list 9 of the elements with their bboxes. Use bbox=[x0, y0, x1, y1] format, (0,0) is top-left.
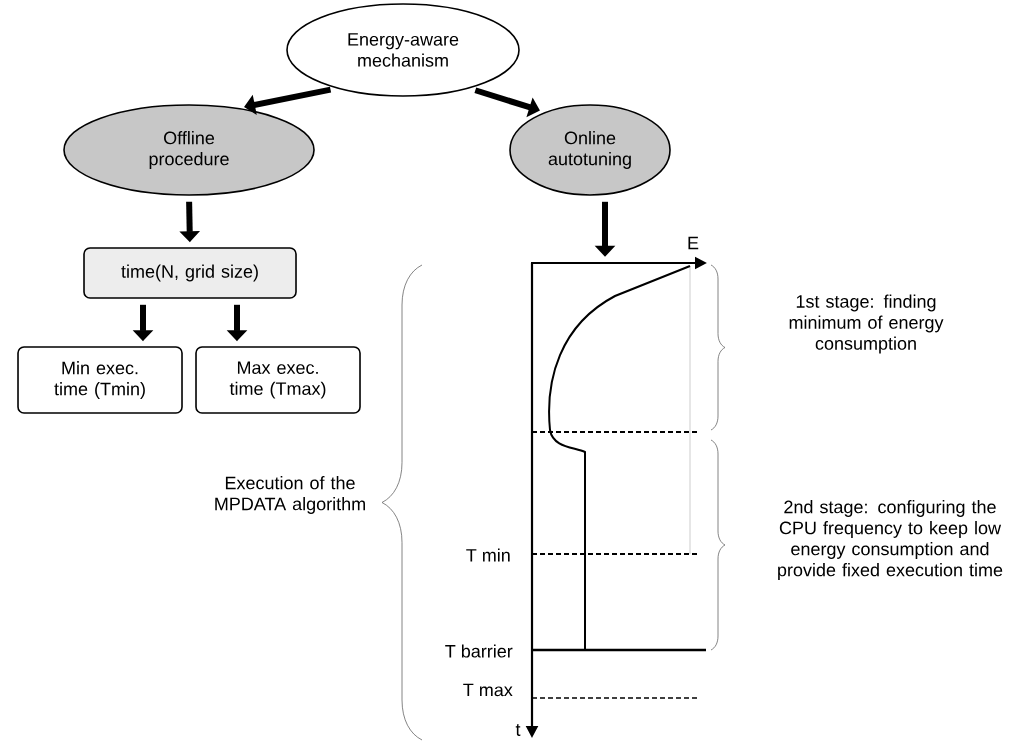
process-box: Max exec. time (Tmax) bbox=[195, 346, 361, 414]
tick-label: T min bbox=[466, 548, 510, 562]
stage-note: 1st stage: finding minimum of energy consumption bbox=[789, 294, 944, 354]
axis-label: E bbox=[688, 236, 699, 250]
process-box: time(N, grid size) bbox=[83, 247, 297, 299]
process-box: Min exec. time (Tmin) bbox=[17, 346, 183, 414]
chart-label: Execution of the MPDATA algorithm bbox=[215, 476, 365, 514]
stage-note: 2nd stage: configuring the CPU frequency to keep low energy consumption and provide fixed execution time bbox=[778, 500, 1003, 580]
block-arrow bbox=[244, 86, 332, 115]
